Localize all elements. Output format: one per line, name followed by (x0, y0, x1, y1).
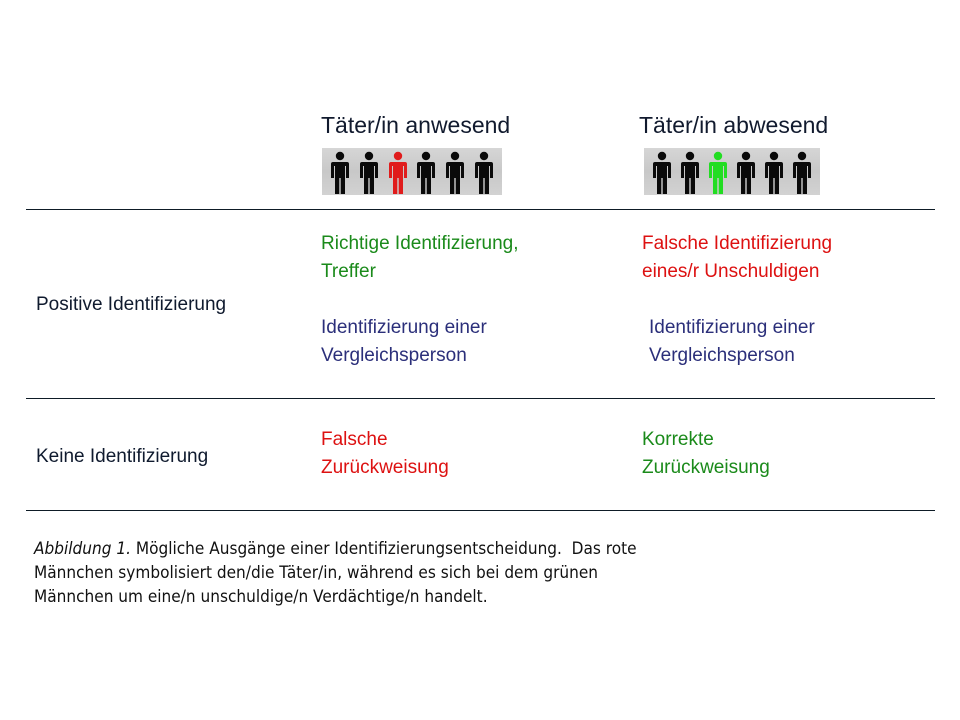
cell-line: Identifizierung einer (649, 317, 815, 338)
column-heading-absent: Täter/in abwesend (639, 112, 829, 138)
cell-line: Zurückweisung (321, 457, 449, 478)
cell-line: eines/r Unschuldigen (642, 261, 820, 282)
person-icon (679, 151, 701, 195)
caption-text: Mögliche Ausgänge einer Identifizierungs… (130, 539, 637, 558)
cell-line: Richtige Identifizierung, (321, 233, 519, 254)
caption-line-2: Männchen symbolisiert den/die Täter/in, … (34, 563, 599, 582)
divider-middle (26, 398, 935, 399)
cell-line: Vergleichsperson (321, 345, 467, 366)
cell-line: Falsche Identifizierung (642, 233, 833, 254)
person-icon (735, 151, 757, 195)
cell-line: Identifizierung einer (321, 317, 487, 338)
person-icon (329, 151, 351, 195)
cell-correct-rejection: Korrekte Zurückweisung (642, 426, 770, 482)
person-icon (473, 151, 495, 195)
cell-line: Treffer (321, 261, 376, 282)
innocent-suspect-person-icon (707, 151, 729, 195)
cell-line: Falsche (321, 429, 388, 450)
cell-filler-identification-absent: Identifizierung einer Vergleichsperson (649, 314, 815, 370)
cell-false-rejection: Falsche Zurückweisung (321, 426, 449, 482)
person-icon (415, 151, 437, 195)
cell-line: Vergleichsperson (649, 345, 795, 366)
cell-correct-identification-hit: Richtige Identifizierung, Treffer (321, 230, 519, 286)
caption-line-1: Abbildung 1. Mögliche Ausgänge einer Ide… (34, 537, 852, 561)
cell-false-identification-innocent: Falsche Identifizierung eines/r Unschuld… (642, 230, 832, 286)
caption-line-3: Männchen um eine/n unschuldige/n Verdäch… (34, 587, 488, 606)
divider-top (26, 209, 935, 210)
person-icon (791, 151, 813, 195)
cell-filler-identification-present: Identifizierung einer Vergleichsperson (321, 314, 487, 370)
perpetrator-person-icon (387, 151, 409, 195)
figure-caption: Abbildung 1. Mögliche Ausgänge einer Ide… (34, 537, 852, 609)
column-heading-present: Täter/in anwesend (321, 112, 511, 138)
lineup-perpetrator-present (322, 148, 502, 195)
cell-line: Zurückweisung (642, 457, 770, 478)
cell-line: Korrekte (642, 429, 714, 450)
person-icon (763, 151, 785, 195)
person-icon (444, 151, 466, 195)
lineup-perpetrator-absent (644, 148, 820, 195)
figure-label: Abbildung 1. (34, 539, 131, 558)
row-label-no-identification: Keine Identifizierung (36, 446, 209, 467)
divider-bottom (26, 510, 935, 511)
row-label-positive-identification: Positive Identifizierung (36, 294, 227, 315)
person-icon (358, 151, 380, 195)
person-icon (651, 151, 673, 195)
